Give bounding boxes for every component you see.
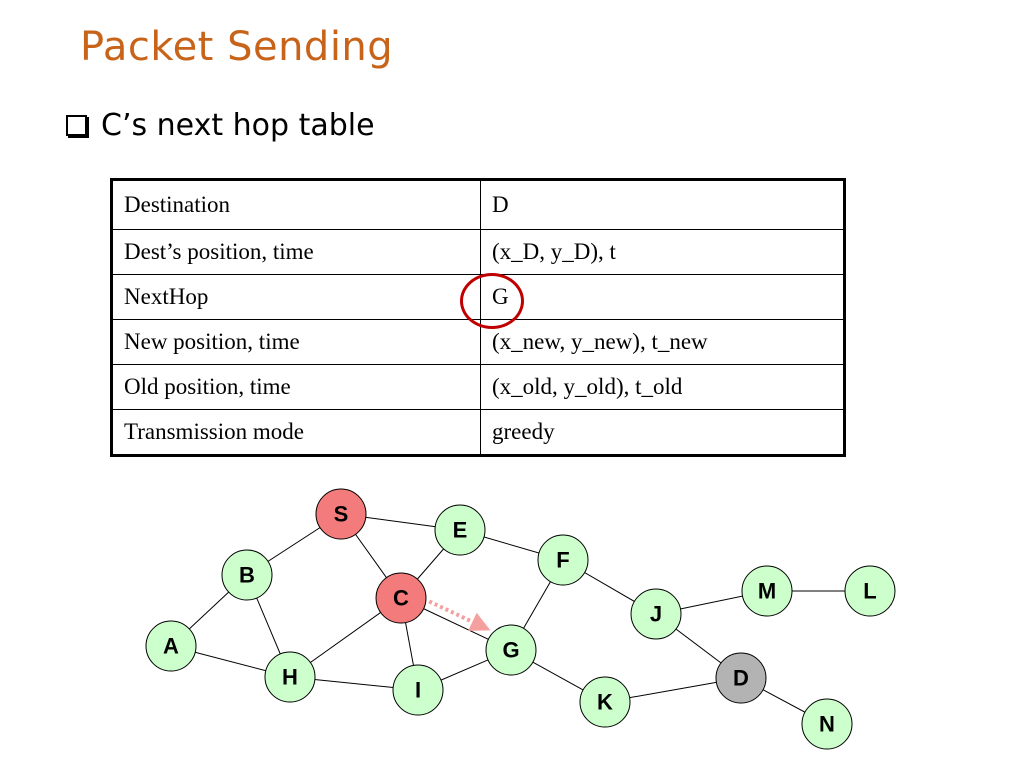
node-circle — [145, 620, 197, 672]
node-b: B — [221, 549, 273, 601]
node-f: F — [537, 534, 589, 586]
node-label: I — [415, 678, 421, 703]
node-circle — [221, 549, 273, 601]
table-cell-field: New position, time — [111, 319, 481, 365]
slide-title: Packet Sending — [80, 24, 394, 70]
node-label: J — [650, 602, 662, 627]
node-circle — [537, 534, 589, 586]
bullet-item: C’s next hop table — [64, 108, 375, 143]
table-row: Old position, time (x_old, y_old), t_old — [111, 364, 845, 410]
node-label: L — [863, 579, 876, 604]
nexthop-highlight-circle — [460, 273, 524, 329]
table-cell-value: greedy — [480, 409, 845, 456]
table-cell-value: (x_old, y_old), t_old — [480, 364, 845, 410]
node-circle — [630, 588, 682, 640]
node-l: L — [844, 565, 896, 617]
node-i: I — [392, 664, 444, 716]
table-cell-value: D — [480, 179, 845, 230]
node-c: C — [375, 572, 427, 624]
table-cell-field: NextHop — [111, 274, 481, 320]
table-row: New position, time (x_new, y_new), t_new — [111, 319, 845, 365]
node-circle — [315, 488, 367, 540]
node-label: A — [163, 634, 179, 659]
node-label: C — [393, 586, 409, 611]
checkbox-bullet-icon — [66, 115, 87, 136]
node-label: F — [556, 548, 569, 573]
table-row: Transmission mode greedy — [111, 409, 845, 456]
node-label: N — [819, 712, 835, 737]
node-label: D — [733, 666, 749, 691]
node-s: S — [315, 488, 367, 540]
node-circle — [434, 504, 486, 556]
node-e: E — [434, 504, 486, 556]
next-hop-table: Destination D Dest’s position, time (x_D… — [110, 178, 846, 457]
node-j: J — [630, 588, 682, 640]
table-cell-value: (x_new, y_new), t_new — [480, 319, 845, 365]
forward-arrow-layer — [428, 599, 491, 631]
node-circle — [485, 624, 537, 676]
node-k: K — [579, 676, 631, 728]
node-d: D — [715, 652, 767, 704]
node-g: G — [485, 624, 537, 676]
node-label: E — [453, 518, 468, 543]
node-circle — [801, 698, 853, 750]
node-label: K — [597, 690, 613, 715]
node-circle — [392, 664, 444, 716]
bullet-text: C’s next hop table — [101, 108, 375, 143]
node-label: G — [502, 638, 519, 663]
forward-arrow — [428, 599, 491, 631]
node-label: S — [334, 502, 349, 527]
node-n: N — [801, 698, 853, 750]
node-circle — [715, 652, 767, 704]
node-circle — [264, 651, 316, 703]
node-circle — [579, 676, 631, 728]
table-cell-field: Old position, time — [111, 364, 481, 410]
table-cell-field: Transmission mode — [111, 409, 481, 456]
node-label: B — [239, 563, 255, 588]
node-a: A — [145, 620, 197, 672]
node-h: H — [264, 651, 316, 703]
node-circle — [375, 572, 427, 624]
nodes-layer: S E F B C J M L A G H I D K N — [145, 488, 896, 750]
node-circle — [844, 565, 896, 617]
table-cell-field: Destination — [111, 179, 481, 230]
node-label: H — [282, 665, 298, 690]
node-m: M — [741, 565, 793, 617]
node-circle — [741, 565, 793, 617]
node-label: M — [758, 579, 776, 604]
table-row: Destination D — [111, 179, 845, 230]
